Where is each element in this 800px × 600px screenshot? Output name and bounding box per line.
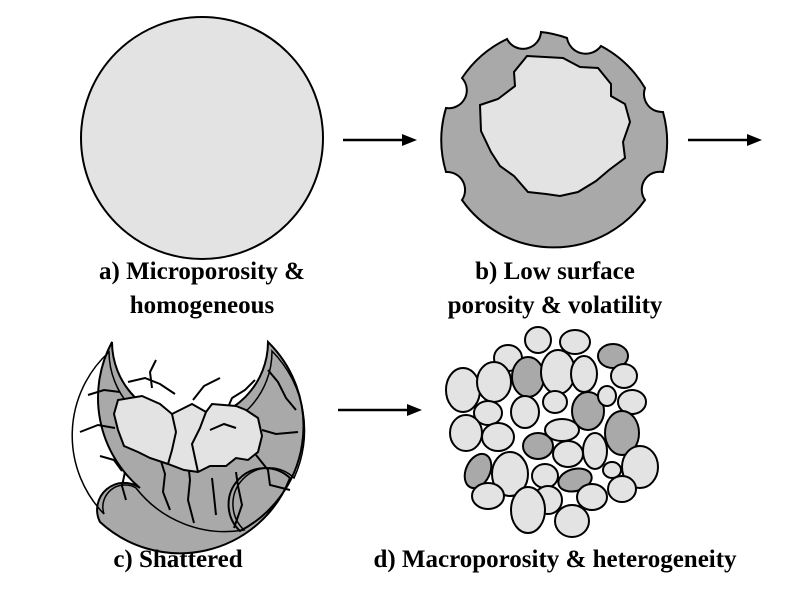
svg-text:c) Shattered: c) Shattered [113, 546, 242, 573]
stage-b-particle [440, 30, 669, 249]
svg-text:b) Low surface: b) Low surface [475, 258, 635, 285]
stage-d-fragments [445, 326, 659, 538]
svg-text:homogeneous: homogeneous [130, 292, 275, 319]
svg-text:a) Microporosity &: a) Microporosity & [99, 258, 305, 285]
svg-text:d) Macroporosity & heterogenei: d) Macroporosity & heterogeneity [373, 546, 737, 573]
stage-d-caption: d) Macroporosity & heterogeneity [373, 546, 737, 573]
stage-a-particle [80, 16, 324, 260]
stage-a-caption: a) Microporosity & homogeneous [99, 258, 305, 319]
arrow-c-to-d [338, 404, 422, 416]
stage-c-particle [71, 339, 306, 555]
arrow-b-to-c [688, 134, 762, 146]
svg-text:porosity & volatility: porosity & volatility [448, 292, 663, 319]
stage-b-caption: b) Low surface porosity & volatility [448, 258, 663, 319]
arrow-a-to-b [343, 134, 417, 146]
stage-c-caption: c) Shattered [113, 546, 242, 573]
